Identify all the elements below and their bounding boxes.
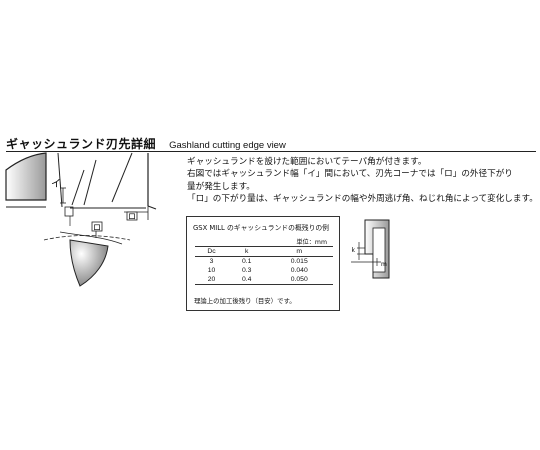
table-cell: 0.040 bbox=[290, 267, 308, 274]
tool-body-shape bbox=[5, 152, 47, 201]
gashland-side-diagram: k m bbox=[351, 219, 390, 279]
cross-section-shape bbox=[69, 239, 109, 287]
remaining-amount-table: Dc k m 3 0.1 0.015 10 0.3 0.040 20 0.4 0… bbox=[195, 246, 333, 285]
flute-line bbox=[71, 169, 85, 206]
table-cell: 20 bbox=[195, 275, 228, 285]
column-header: Dc bbox=[195, 246, 228, 257]
table-cell: 10 bbox=[207, 267, 216, 274]
flute-line bbox=[57, 152, 63, 208]
table-row: 10 0.3 0.040 bbox=[195, 266, 333, 275]
column-header: m bbox=[265, 246, 333, 257]
description-line: 右図ではギャッシュランド幅「イ」間において、刃先コーナでは「ロ」の外径下がり bbox=[187, 169, 513, 180]
column-header: k bbox=[227, 246, 266, 257]
table-cell: 3 bbox=[209, 258, 214, 265]
label-ro-right: ロ bbox=[128, 212, 136, 221]
title-japanese: ギャッシュランド刃先詳細 bbox=[6, 137, 157, 151]
table-cell: 0.050 bbox=[265, 275, 333, 285]
label-box bbox=[91, 221, 103, 232]
label-m: m bbox=[381, 261, 387, 268]
title-divider bbox=[6, 151, 536, 152]
table-row: 20 0.4 0.050 bbox=[195, 275, 333, 285]
gashland-area bbox=[372, 227, 386, 273]
reference-line bbox=[43, 235, 131, 241]
label-k: k bbox=[352, 247, 356, 254]
flute-line bbox=[83, 159, 97, 206]
table-row: 3 0.1 0.015 bbox=[195, 257, 333, 267]
title-english: Gashland cutting edge view bbox=[169, 140, 286, 151]
label-i: イ bbox=[51, 179, 61, 190]
section-title: ギャッシュランド刃先詳細 Gashland cutting edge view bbox=[6, 133, 286, 152]
description-line: ギャッシュランドを設けた範囲においてテーパ角が付きます。 bbox=[187, 157, 427, 167]
table-unit: 単位：mm bbox=[296, 239, 327, 246]
curve-line bbox=[59, 231, 123, 245]
description-line: 量が発生します。 bbox=[187, 181, 255, 192]
label-box bbox=[126, 211, 138, 221]
table-cell: 0.1 bbox=[241, 258, 252, 265]
label-ro-lower: ロ bbox=[93, 223, 101, 232]
flute-line bbox=[111, 152, 133, 203]
description-text: ギャッシュランドを設けた範囲においてテーパ角が付きます。 右図ではギャッシュラン… bbox=[187, 156, 539, 206]
remaining-amount-table-box: GSX MILL のギャッシュランドの概残りの例 単位：mm Dc k m 3 … bbox=[186, 216, 340, 311]
table-title: GSX MILL のギャッシュランドの概残りの例 bbox=[193, 224, 329, 232]
table-note: 理論上の加工後残り（目安）です。 bbox=[194, 297, 296, 305]
cutting-edge-diagram: イ ロ ロ bbox=[5, 152, 157, 287]
table-cell: 0.3 bbox=[241, 267, 252, 274]
edge-line bbox=[147, 205, 157, 210]
table-cell: 0.015 bbox=[290, 258, 308, 265]
table-cell: 0.4 bbox=[227, 275, 266, 285]
corner-box bbox=[64, 206, 74, 217]
description-line: 「ロ」の下がり量は、ギャッシュランドの幅や外周逃げ角、ねじれ角によって変化します… bbox=[187, 194, 538, 205]
table-header-row: Dc k m bbox=[195, 246, 333, 257]
